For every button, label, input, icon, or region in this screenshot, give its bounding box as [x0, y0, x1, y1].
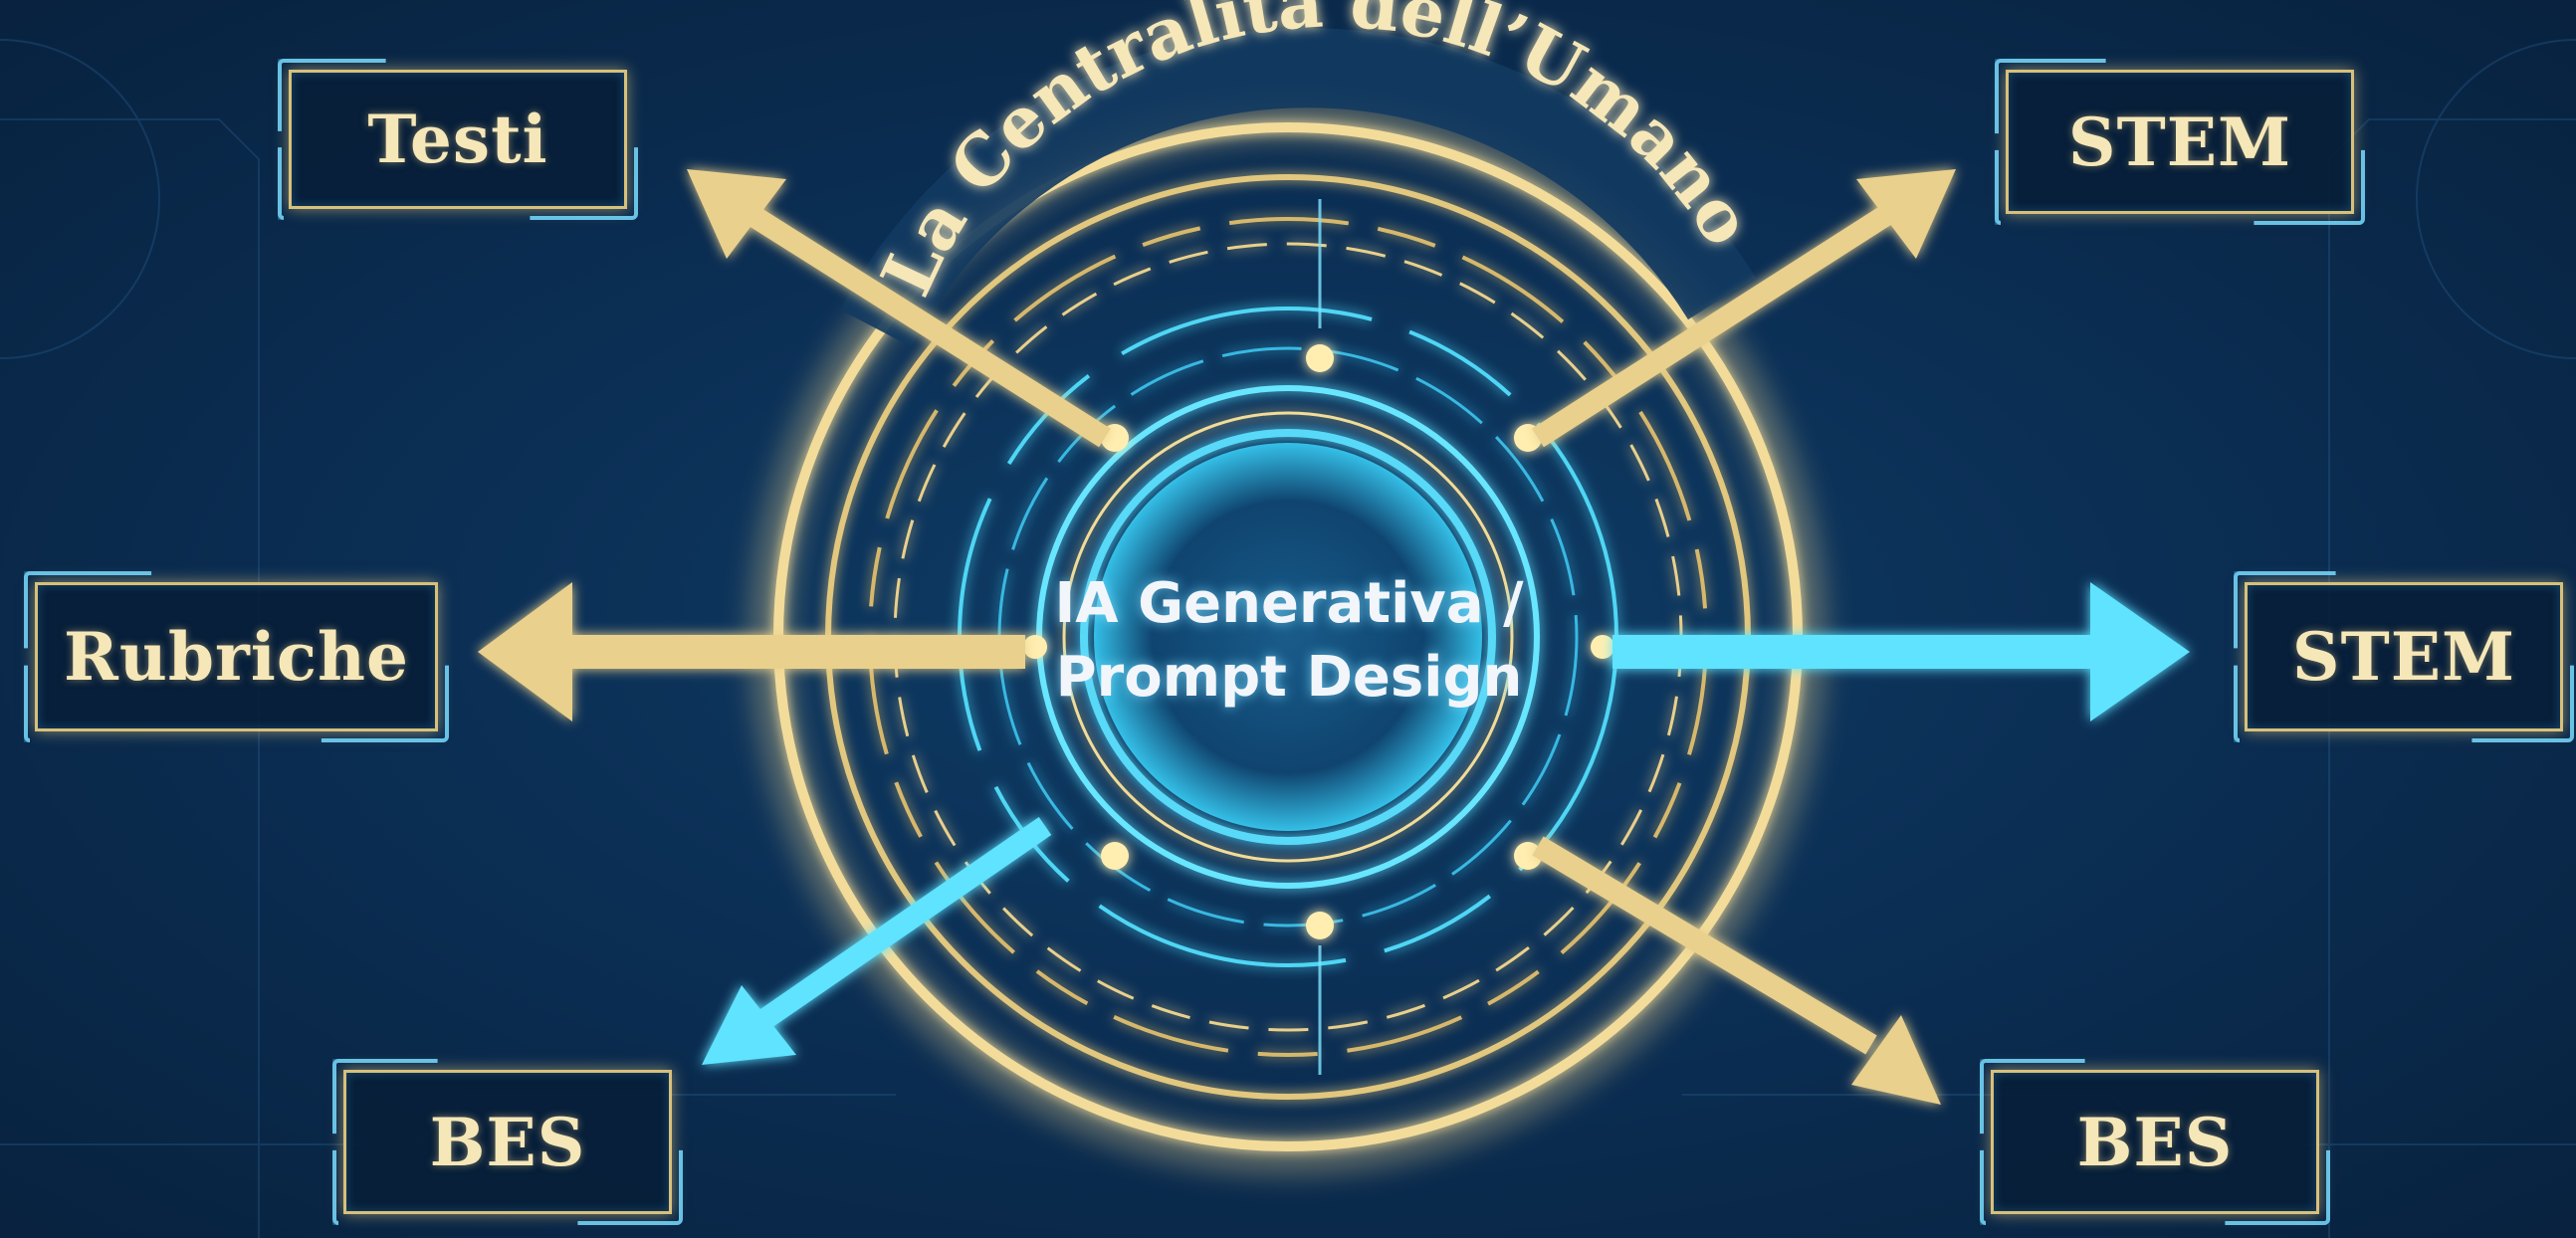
arrow-top-left [687, 169, 1111, 448]
node-stem-top: STEM [2006, 70, 2354, 214]
arrow-bottom-right [1532, 836, 1941, 1105]
node-stem-right: STEM [2245, 582, 2563, 731]
node-bes-right: BES [1991, 1070, 2319, 1214]
arrow-mid-left [478, 582, 1025, 722]
arrow-top-right [1532, 169, 1956, 448]
arrow-bottom-left [702, 816, 1052, 1065]
core-disc [1094, 443, 1482, 831]
title-band [840, 28, 1756, 347]
arrow-mid-right [1612, 582, 2190, 722]
center-label-line-1: IA Generativa / [1054, 571, 1524, 636]
center-label: IA Generativa / Prompt Design [995, 567, 1583, 715]
node-bes-left: BES [343, 1070, 672, 1214]
node-testi: Testi [289, 70, 627, 209]
center-label-line-2: Prompt Design [1055, 645, 1523, 710]
node-rubriche: Rubriche [35, 582, 438, 731]
